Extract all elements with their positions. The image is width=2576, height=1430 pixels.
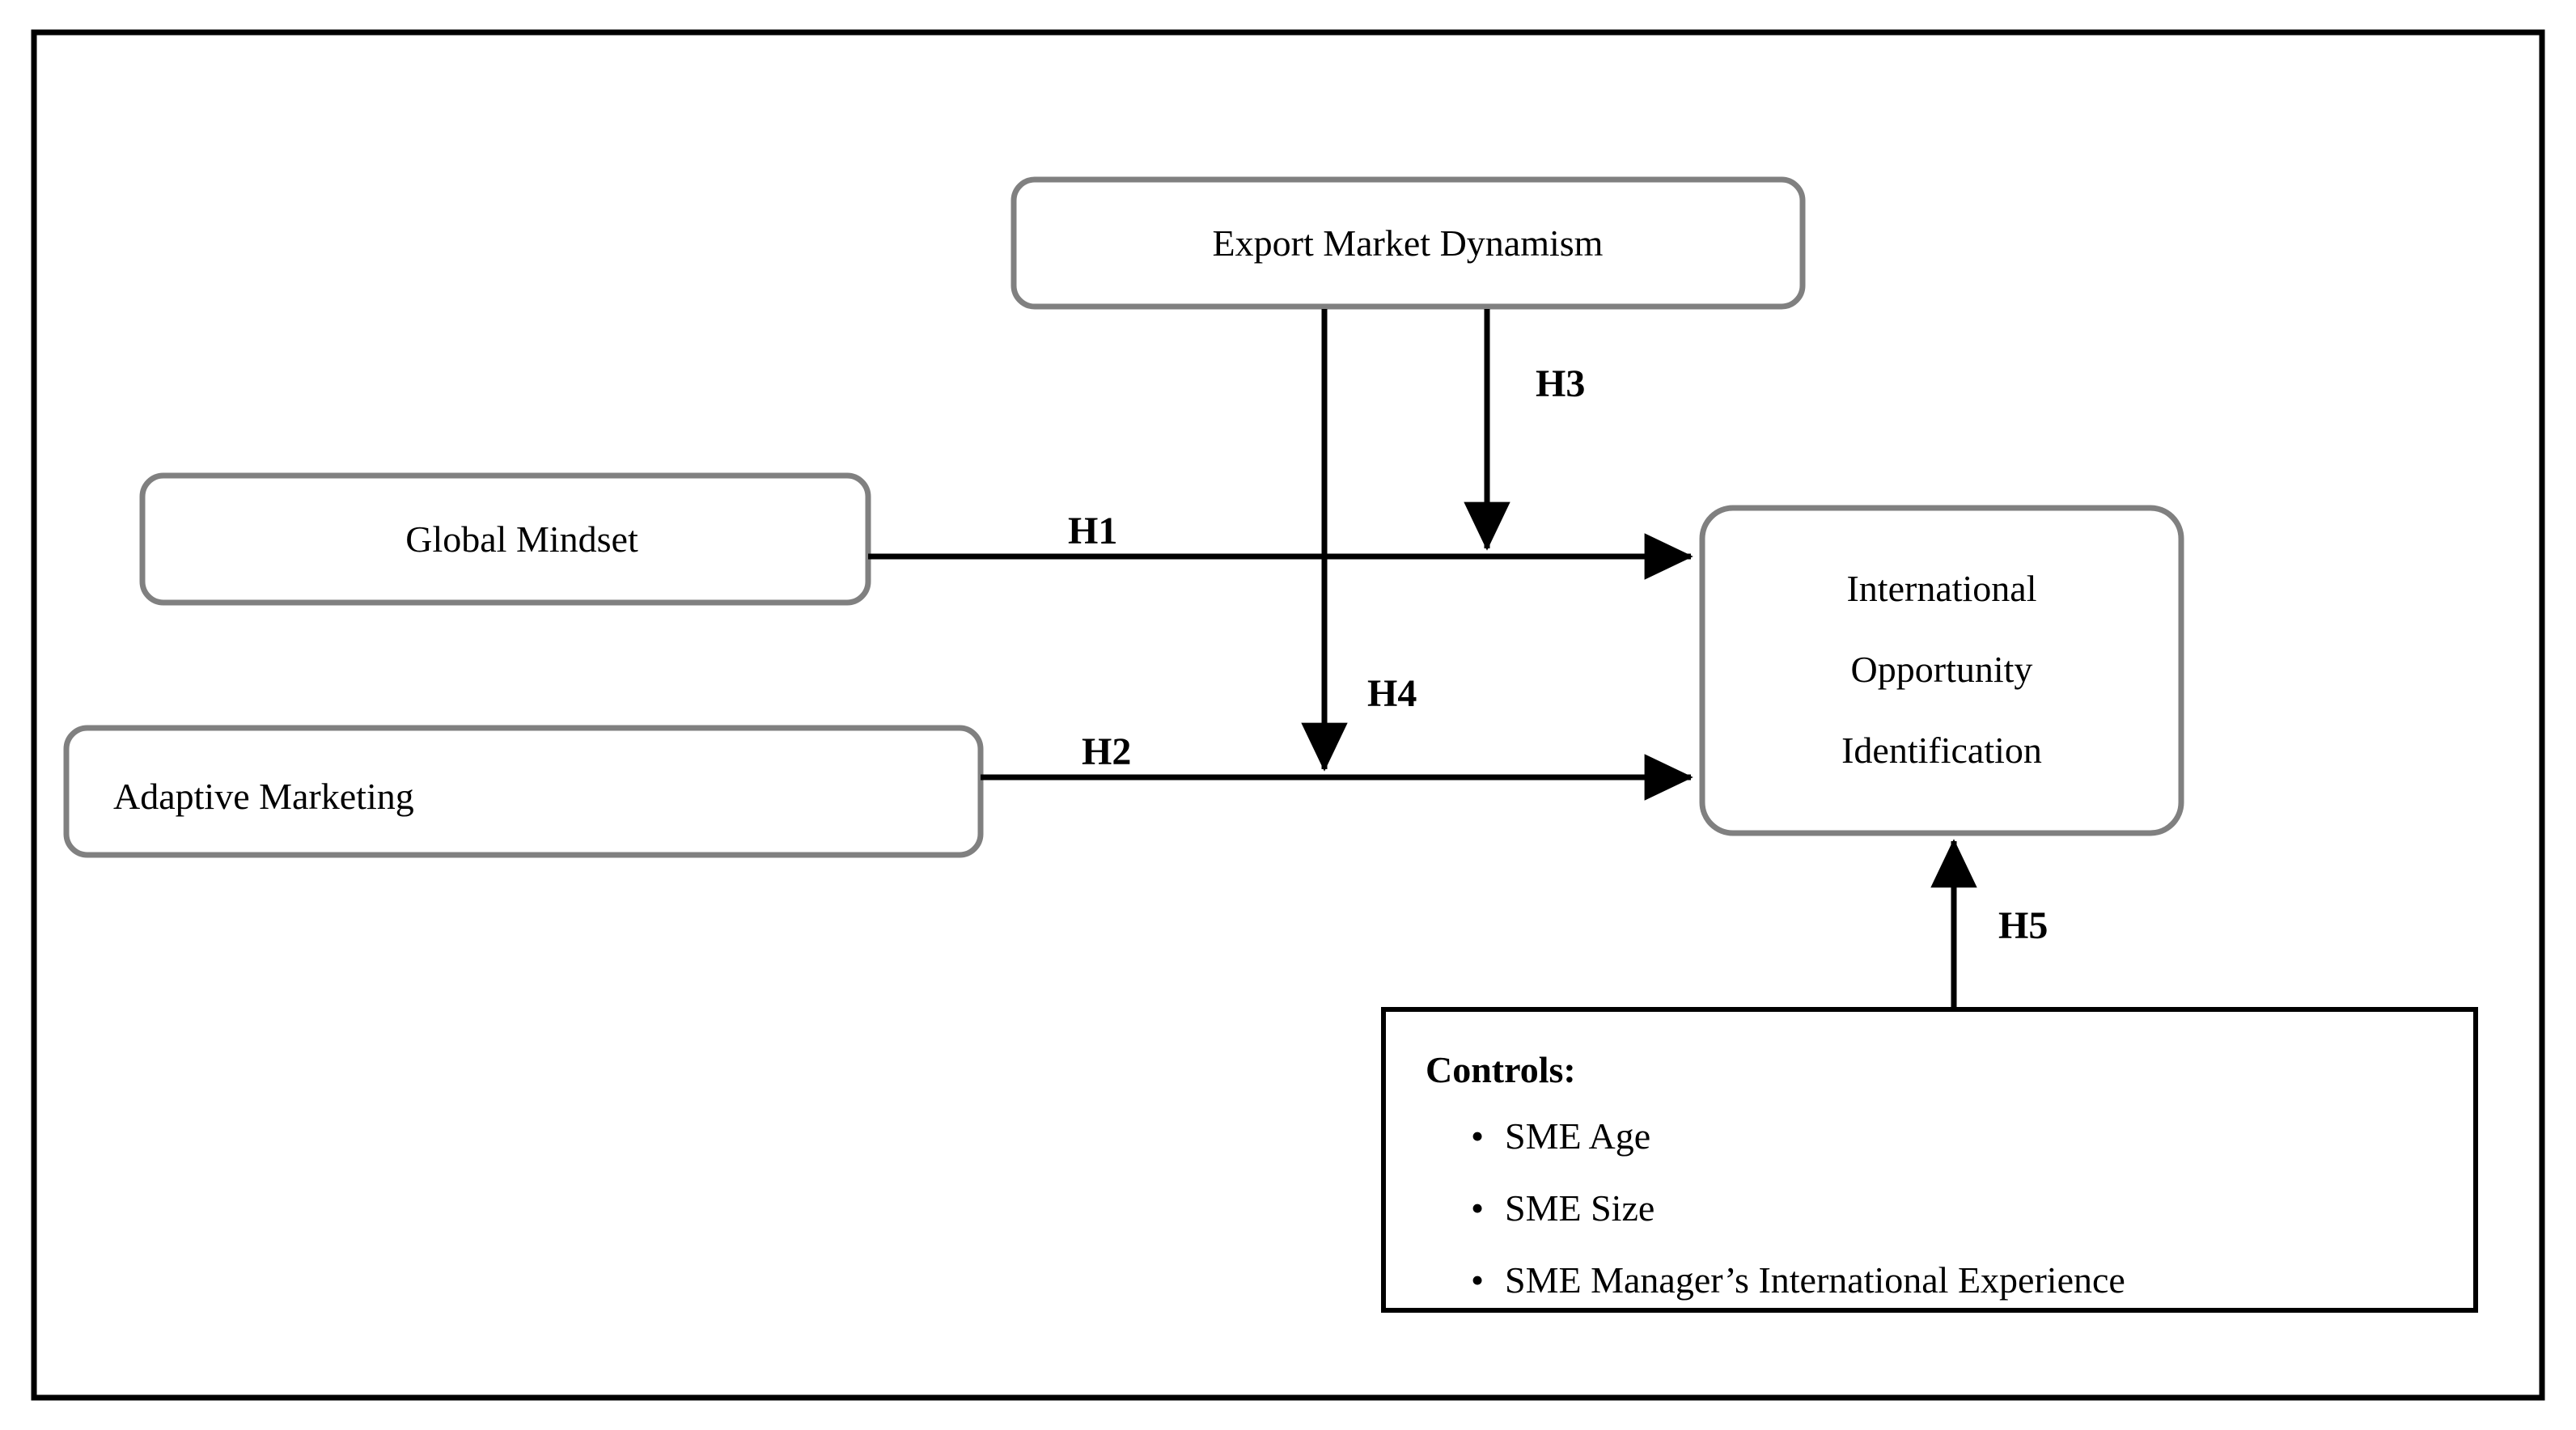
bullet-icon: • bbox=[1471, 1187, 1484, 1229]
hypothesis-label-h3: H3 bbox=[1536, 362, 1585, 405]
arrow-h5: H5 bbox=[1930, 839, 2048, 1009]
hypothesis-label-h5: H5 bbox=[1998, 904, 2048, 947]
node-adaptive-marketing-box bbox=[63, 725, 984, 858]
controls-item-label: SME Size bbox=[1505, 1187, 1654, 1229]
controls-list-item: • SME Age bbox=[1471, 1115, 1650, 1157]
node-ioi-label-line1: International bbox=[1846, 568, 2036, 609]
node-adaptive-marketing-label: Adaptive Marketing bbox=[113, 776, 414, 817]
hypothesis-label-h4: H4 bbox=[1367, 672, 1417, 715]
node-ioi-label-line2: Opportunity bbox=[1851, 649, 2033, 690]
arrow-h3: H3 bbox=[1464, 309, 1585, 551]
controls-list-item: • SME Manager’s International Experience bbox=[1471, 1259, 2125, 1301]
bullet-icon: • bbox=[1471, 1115, 1484, 1157]
hypothesis-label-h2: H2 bbox=[1082, 730, 1131, 773]
controls-item-label: SME Age bbox=[1505, 1115, 1650, 1157]
node-global-mindset-label: Global Mindset bbox=[405, 518, 638, 560]
arrow-h4: H4 bbox=[1301, 309, 1417, 772]
controls-list-item: • SME Size bbox=[1471, 1187, 1654, 1229]
node-international-opportunity-identification[interactable]: International Opportunity Identification bbox=[1699, 505, 2184, 836]
node-controls[interactable]: Controls: • SME Age • SME Size • SME Man… bbox=[1381, 1007, 2478, 1313]
arrow-h1: H1 bbox=[868, 510, 1693, 580]
node-global-mindset-box bbox=[139, 472, 871, 606]
bullet-icon: • bbox=[1471, 1259, 1484, 1301]
node-export-market-dynamism-label: Export Market Dynamism bbox=[1213, 222, 1604, 264]
node-export-market-dynamism-box bbox=[1010, 176, 1806, 310]
node-international-opportunity-identification-box bbox=[1699, 505, 2184, 836]
hypothesis-label-h1: H1 bbox=[1068, 510, 1117, 552]
node-controls-box bbox=[1381, 1007, 2478, 1313]
node-ioi-label-line3: Identification bbox=[1841, 730, 2042, 771]
node-adaptive-marketing[interactable]: Adaptive Marketing bbox=[63, 725, 984, 858]
controls-heading: Controls: bbox=[1426, 1049, 1576, 1090]
controls-item-label: SME Manager’s International Experience bbox=[1505, 1259, 2125, 1301]
node-export-market-dynamism[interactable]: Export Market Dynamism bbox=[1010, 176, 1806, 310]
arrow-h2: H2 bbox=[981, 730, 1693, 801]
node-global-mindset[interactable]: Global Mindset bbox=[139, 472, 871, 606]
